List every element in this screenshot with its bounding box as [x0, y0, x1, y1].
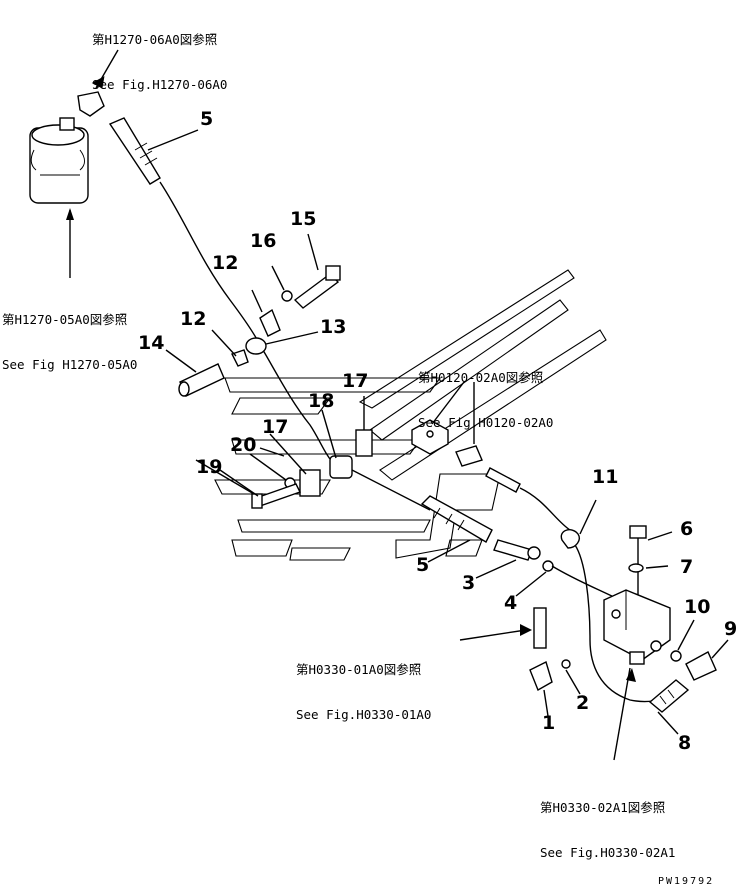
reference-jp: 第H1270-05A0図参照 [2, 312, 128, 327]
clip-13-group [211, 329, 319, 367]
reference-en: See Fig.H0330-01A0 [296, 707, 432, 722]
callout-5-lower: 5 [416, 554, 430, 576]
callout-16: 16 [250, 230, 277, 252]
filter-assembly [29, 117, 89, 278]
clamp-hardware-upper [251, 233, 341, 337]
callout-17-left: 17 [262, 416, 289, 438]
hose-5-lower [351, 469, 493, 563]
valve-block-upper [411, 381, 571, 531]
callout-5-upper: 5 [200, 108, 214, 130]
reference-h0330-01a0: 第H0330-01A0図参照 See Fig.H0330-01A0 [296, 632, 431, 737]
callout-10: 10 [684, 596, 711, 618]
adapter-3-group [475, 539, 554, 597]
callout-2: 2 [576, 692, 590, 714]
fitting-1-group [459, 607, 581, 717]
fitting-9-10-group [670, 619, 729, 681]
spacer-14 [165, 349, 225, 397]
reference-jp: 第H0330-01A0図参照 [296, 662, 422, 677]
callout-19: 19 [196, 456, 223, 478]
reference-h1270-06a0: 第H1270-06A0図参照 See Fig.H1270-06A0 [92, 2, 227, 107]
callout-7: 7 [680, 556, 694, 578]
reference-jp: 第H1270-06A0図参照 [92, 32, 218, 47]
elbow-fitting-top [77, 49, 119, 117]
callout-17-right: 17 [342, 370, 369, 392]
callout-14: 14 [138, 332, 165, 354]
callout-8: 8 [678, 732, 692, 754]
hose-8 [648, 679, 690, 735]
callout-13: 13 [320, 316, 347, 338]
clamp-18-group [219, 396, 373, 509]
callout-12-lower: 12 [180, 308, 207, 330]
reference-h0330-02a1: 第H0330-02A1図参照 See Fig.H0330-02A1 [540, 770, 675, 875]
callout-1: 1 [542, 712, 556, 734]
reference-en: See Fig H1270-05A0 [2, 357, 138, 372]
callout-18: 18 [308, 390, 335, 412]
valve-block-main [603, 589, 671, 761]
reference-en: See Fig.H0330-02A1 [540, 845, 676, 860]
reference-jp: 第H0330-02A1図参照 [540, 800, 666, 815]
reference-h0120-02a0: 第H0120-02A0図参照 See Fig.H0120-02A0 [418, 340, 553, 445]
leader-lines-misc [195, 447, 285, 495]
callout-6: 6 [680, 518, 694, 540]
callout-12-upper: 12 [212, 252, 239, 274]
reference-h1270-05a0: 第H1270-05A0図参照 See Fig H1270-05A0 [2, 282, 137, 387]
bolt-6-group [628, 525, 673, 610]
callout-20: 20 [230, 434, 257, 456]
callout-4: 4 [504, 592, 518, 614]
callout-15: 15 [290, 208, 317, 230]
reference-en: See Fig.H1270-06A0 [92, 77, 228, 92]
hose-5-upper [108, 117, 336, 466]
figure-id: PW19792 [658, 876, 715, 887]
callout-9: 9 [724, 618, 738, 640]
reference-jp: 第H0120-02A0図参照 [418, 370, 544, 385]
reference-en: See Fig.H0120-02A0 [418, 415, 554, 430]
callout-3: 3 [462, 572, 476, 594]
callout-11: 11 [592, 466, 619, 488]
